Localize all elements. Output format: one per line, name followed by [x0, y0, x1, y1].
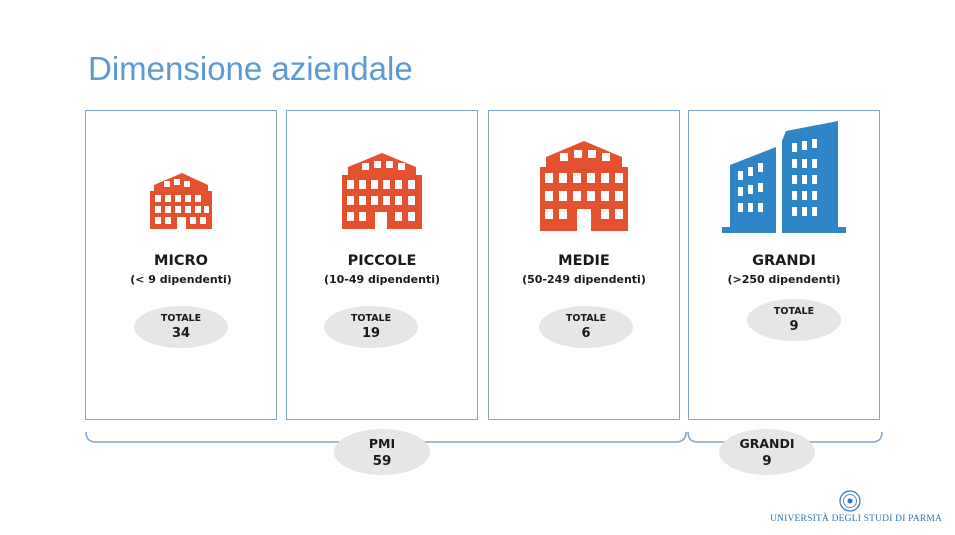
group-value: 59: [372, 452, 392, 469]
grandi-total-badge: GRANDI 9: [719, 429, 815, 475]
total-value: 6: [581, 325, 591, 341]
group-name: PMI: [368, 435, 396, 451]
skyscraper-icon: [689, 121, 879, 233]
total-badge: TOTALE 19: [324, 306, 418, 348]
total-badge: TOTALE 6: [539, 306, 633, 348]
total-label: TOTALE: [350, 312, 392, 324]
category-range: (50-249 dipendenti): [522, 273, 646, 286]
total-label: TOTALE: [773, 305, 815, 317]
category-range: (10-49 dipendenti): [323, 273, 441, 286]
total-value: 34: [171, 325, 191, 341]
category-name: GRANDI: [752, 253, 816, 269]
pmi-total-badge: PMI 59: [334, 429, 430, 475]
page-title: Dimensione aziendale: [88, 50, 413, 87]
category-range: (>250 dipendenti): [727, 273, 841, 286]
small-building-icon: [86, 173, 276, 229]
group-value: 9: [762, 452, 772, 469]
university-seal-icon: [839, 490, 861, 512]
category-card-medie: MEDIE (50-249 dipendenti) TOTALE 6: [488, 110, 680, 420]
large-building-icon: [489, 141, 679, 231]
category-name: MICRO: [154, 253, 208, 269]
university-name: UNIVERSITÀ DEGLI STUDI DI PARMA: [770, 514, 943, 524]
total-value: 9: [789, 318, 799, 334]
total-badge: TOTALE 9: [747, 299, 841, 341]
total-label: TOTALE: [160, 312, 202, 324]
total-value: 19: [361, 325, 381, 341]
medium-building-icon: [287, 153, 477, 229]
group-name: GRANDI: [739, 435, 795, 451]
category-range: (< 9 dipendenti): [130, 273, 232, 286]
category-name: MEDIE: [558, 253, 610, 269]
category-card-piccole: PICCOLE (10-49 dipendenti) TOTALE 19: [286, 110, 478, 420]
category-card-grandi: GRANDI (>250 dipendenti) TOTALE 9: [688, 110, 880, 420]
category-name: PICCOLE: [347, 253, 417, 269]
category-card-micro: MICRO (< 9 dipendenti) TOTALE 34: [85, 110, 277, 420]
total-label: TOTALE: [565, 312, 607, 324]
total-badge: TOTALE 34: [134, 306, 228, 348]
